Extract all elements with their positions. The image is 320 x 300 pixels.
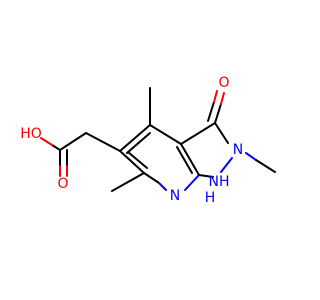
- bond-c5-c6: [119, 150, 145, 174]
- bond-c5-ch2: [85, 132, 121, 152]
- bond-n7-c7a: [184, 174, 200, 191]
- bond-ch2-cooh: [59, 132, 87, 151]
- bond-n2-methyl-blue: [245, 152, 257, 161]
- bond-c3-n2: [214, 122, 229, 144]
- ketone-group: [207, 90, 225, 124]
- bond-n1-c7a: [198, 174, 214, 178]
- bond-c4-c5: [119, 124, 151, 152]
- bond-c3a-c4: [149, 124, 182, 145]
- bond-n7-c6: [158, 182, 167, 191]
- bond-c3-o-red: [220, 92, 225, 105]
- acid-carbonyl-oxygen-label: O: [57, 176, 68, 192]
- nh-hydrogen-label: H: [205, 190, 216, 206]
- bond-c3-o-second-red: [213, 90, 218, 103]
- hydroxyl-label: HO: [20, 126, 42, 142]
- bond-c6-n7: [143, 172, 160, 184]
- bond-cooh-oh-red: [40, 137, 53, 146]
- ketone-oxygen-label: O: [218, 75, 229, 91]
- bond-c5-c6-inner: [127, 151, 148, 169]
- bond-c4-c5-inner: [126, 132, 151, 154]
- ring-n-methyl-label: N: [233, 142, 243, 158]
- bond-c3-o-second: [207, 101, 215, 122]
- bond-c3-o: [214, 103, 222, 124]
- chemical-structure: HO O O N NH H N: [20, 75, 276, 206]
- ring-nh-label: NH: [209, 174, 230, 190]
- bond-n2-n1: [220, 157, 233, 173]
- pyrazolone-ring: [180, 122, 233, 178]
- bond-c6-methyl: [111, 172, 145, 192]
- pyridine-n-label: N: [170, 188, 180, 204]
- bond-c7a-c3a: [180, 143, 200, 176]
- acetic-acid-group: [40, 132, 121, 177]
- pyridine-ring: [119, 124, 200, 191]
- bond-cooh-oh: [51, 144, 61, 151]
- bond-c3a-c3: [180, 122, 216, 145]
- bond-n2-methyl: [255, 159, 276, 173]
- bond-c7a-c3a-inner: [176, 146, 193, 174]
